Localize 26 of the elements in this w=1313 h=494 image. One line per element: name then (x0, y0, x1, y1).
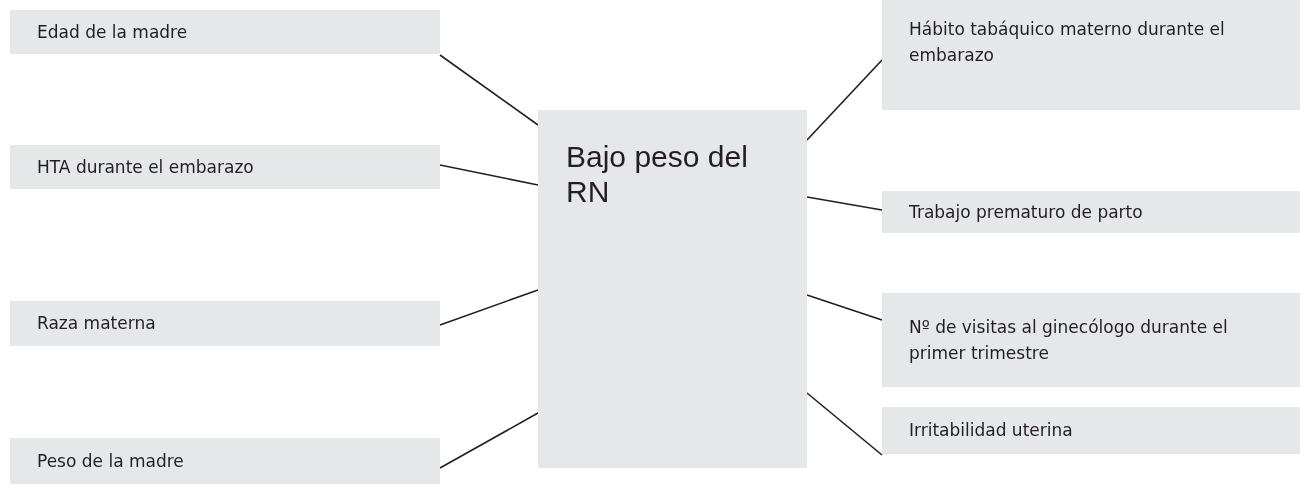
connector-line (439, 412, 539, 469)
factor-box (882, 293, 1300, 387)
factor-box (10, 438, 440, 484)
connector-line (439, 289, 539, 326)
box-label: Bajo peso del RN (566, 140, 749, 209)
connector-line (806, 392, 883, 456)
box-label: Hábito tabáquico materno durante el embarazo (909, 18, 1226, 68)
box-label: Raza materna (37, 312, 156, 336)
factor-box (882, 0, 1300, 110)
box-label: Trabajo prematuro de parto (909, 200, 1143, 224)
connector-line (806, 196, 883, 211)
factor-box (882, 407, 1300, 454)
outcome-box (538, 110, 807, 468)
factor-box (10, 301, 440, 346)
connector-line (806, 59, 883, 141)
box-label: HTA durante el embarazo (37, 155, 254, 179)
connector-line (439, 164, 539, 186)
box-label: Nº de visitas al ginecólogo durante el primer trimestre (909, 315, 1229, 365)
factor-box (10, 10, 440, 54)
connector-line (806, 294, 883, 321)
factor-box (882, 191, 1300, 233)
connector-line (439, 54, 539, 126)
box-label: Edad de la madre (37, 20, 188, 44)
factor-box (10, 145, 440, 189)
box-label: Irritabilidad uterina (909, 419, 1073, 443)
box-label: Peso de la madre (37, 449, 184, 473)
